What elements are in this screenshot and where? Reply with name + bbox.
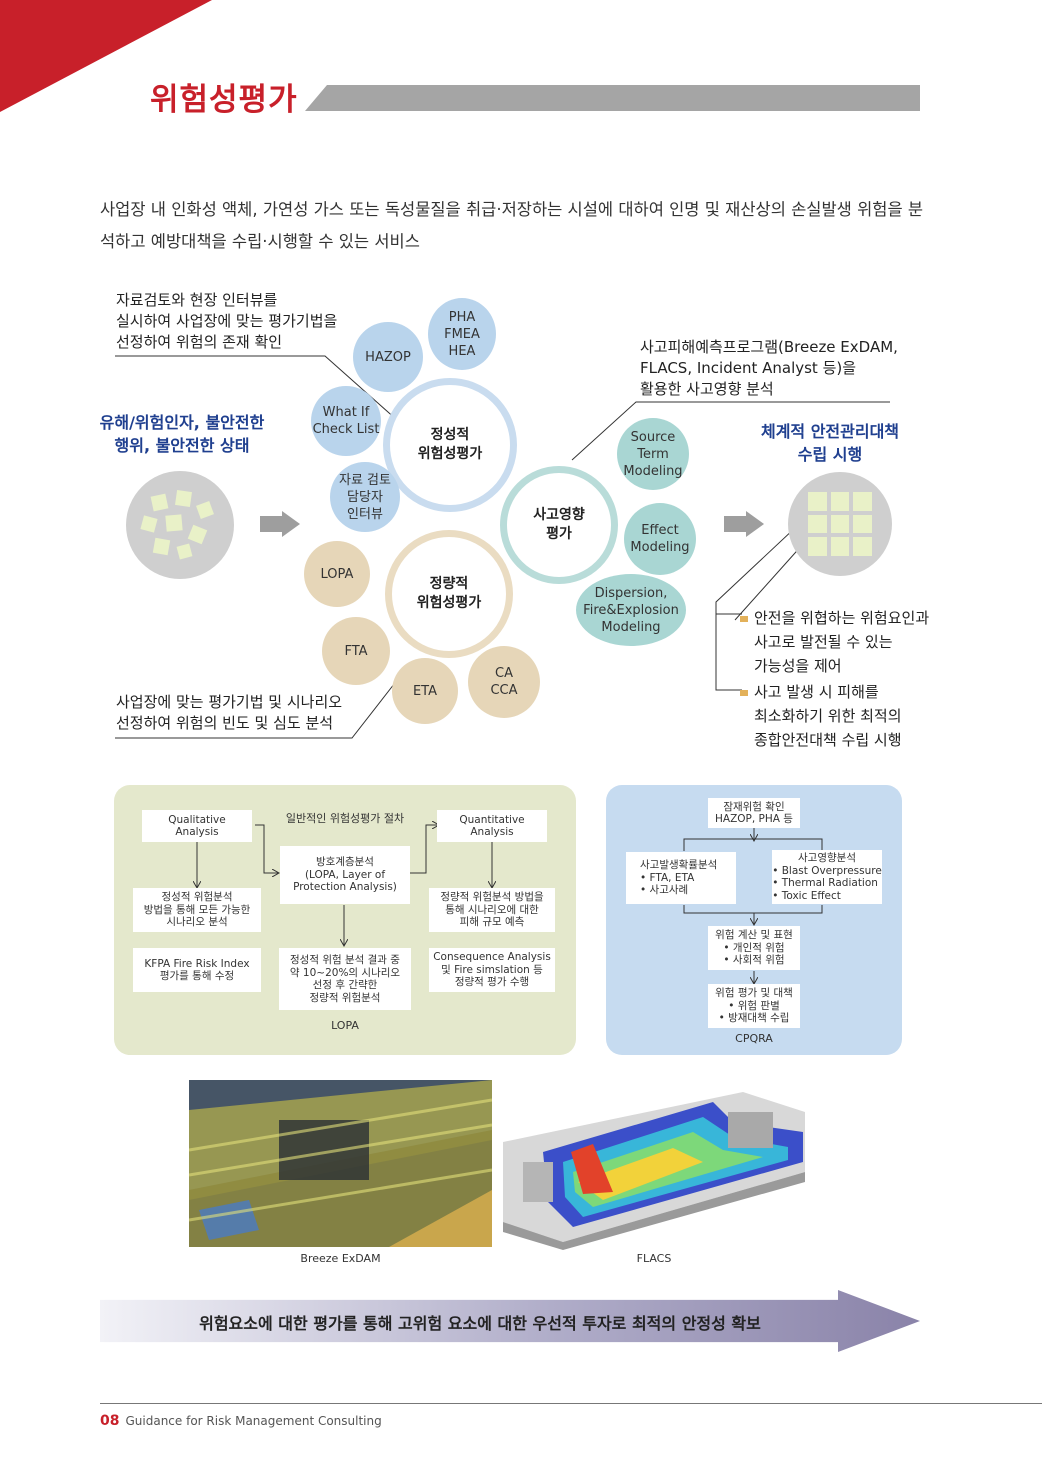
note-top-right: 사고피해예측프로그램(Breeze ExDAM,FLACS, Incident … [640,338,898,398]
summary-banner-text: 위험요소에 대한 평가를 통해 고위험 요소에 대한 우선적 투자로 최적의 안… [199,1314,761,1333]
box-calc: 위험 계산 및 표현• 개인적 위험• 사회적 위험 [708,926,800,970]
safety-grid [808,492,872,556]
flow-arrow-left-head [282,511,300,537]
note-square [196,501,214,519]
bubble-lopa: LOPA [304,541,370,607]
flacs-simulation [503,1092,805,1250]
bubble-eta: ETA [392,658,458,724]
footer-line [100,1403,1042,1404]
hazard-circle [126,471,234,579]
note-square [152,537,171,556]
breeze-exdam-image [189,1080,492,1247]
flow-arrow-right-head [746,511,764,537]
lopa-label: LOPA [331,1019,359,1032]
lopa-panel-title: 일반적인 위험성평가 절차 [285,812,405,825]
bullet-1: 안전을 위협하는 위험요인과 사고로 발전될 수 있는 가능성을 제어 [740,606,929,678]
flacs-caption: FLACS [636,1252,672,1265]
page-number: 08 [100,1413,120,1429]
breeze-caption: Breeze ExDAM [300,1252,381,1265]
flow-arrow-left [260,516,282,532]
note-square [175,490,192,507]
cpqra-label: CPQRA [735,1032,773,1045]
note-square [140,515,158,533]
bubble-hazop: HAZOP [353,322,423,392]
footer-text: Guidance for Risk Management Consulting [125,1414,382,1428]
box-frequency: 사고발생확률분석• FTA, ETA• 사고사례 [626,852,736,904]
intro-text: 사업장 내 인화성 액체, 가연성 가스 또는 독성물질을 취급·저장하는 시설… [100,200,924,251]
flacs-image [503,1082,805,1250]
bullet-marker [740,615,748,622]
note-square [150,493,169,512]
bullet-marker [740,689,748,696]
page-title: 위험성평가 [150,82,298,118]
note-square [187,524,208,545]
note-square [165,514,183,532]
breeze-simulation [189,1080,492,1247]
flow-arrow-right [724,516,746,532]
lopa-lines [114,785,576,1055]
cpqra-lines [683,828,823,1055]
box-eval: 위험 평가 및 대책• 위험 판별• 방재대책 수립 [708,984,800,1028]
title-bar [305,85,920,111]
bubble-fta: FTA [322,617,390,685]
note-square [176,543,193,560]
summary-banner [100,1290,920,1352]
footer: 08 Guidance for Risk Management Consultin… [100,1413,382,1429]
bullet-2: 사고 발생 시 피해를 최소화하기 위한 최적의 종합안전대책 수립 시행 [740,680,902,752]
corner-decoration [0,0,212,112]
box-impact: 사고영향분석• Blast Overpressure• Thermal Radi… [772,850,882,904]
safety-circle [788,472,892,576]
